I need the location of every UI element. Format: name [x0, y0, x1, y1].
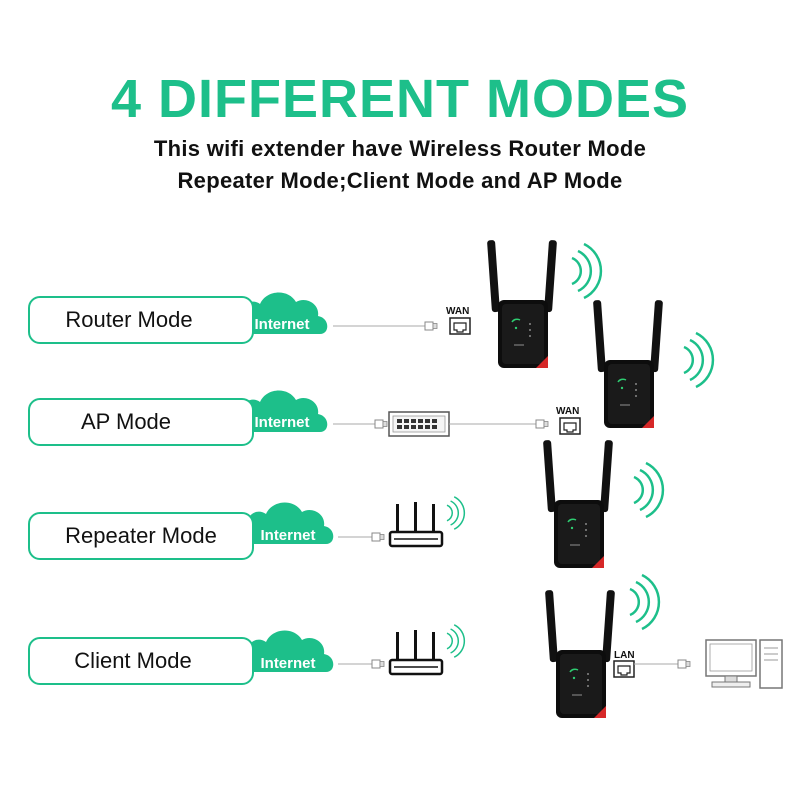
- subtitle-line-1: This wifi extender have Wireless Router …: [153, 136, 647, 161]
- ethernet-port-icon: [449, 317, 471, 335]
- internet-label: Internet: [254, 316, 310, 333]
- mode-label: Router Mode: [65, 307, 193, 332]
- wireless-router-icon: [388, 500, 444, 548]
- mode-box-repeater: Repeater Mode: [28, 512, 254, 560]
- wifi-extender-icon: [592, 299, 664, 429]
- mode-box-ap: AP Mode: [28, 398, 254, 446]
- wifi-extender-icon: [486, 239, 558, 369]
- ethernet-port-icon: [613, 660, 635, 678]
- wifi-signal-icon: [632, 461, 665, 519]
- wifi-signal-icon: [682, 331, 715, 389]
- plug-icon: [535, 419, 549, 429]
- wifi-extender-icon: [542, 439, 614, 569]
- plug-icon: [677, 659, 691, 669]
- subtitle-line-2: Repeater Mode;Client Mode and AP Mode: [177, 168, 623, 193]
- wifi-signal-icon: [446, 624, 466, 658]
- mode-box-client: Client Mode: [28, 637, 254, 685]
- lan-port-label: LAN: [614, 650, 635, 661]
- wifi-signal-icon: [446, 496, 466, 530]
- internet-label: Internet: [260, 655, 316, 672]
- wan-port-label: WAN: [556, 406, 580, 417]
- wifi-signal-icon: [628, 573, 661, 631]
- internet-label: Internet: [254, 414, 310, 431]
- ethernet-port-icon: [559, 417, 581, 435]
- wifi-extender-icon: [544, 589, 616, 719]
- desktop-computer-icon: [705, 639, 783, 689]
- plug-icon: [371, 532, 385, 542]
- mode-label: Repeater Mode: [65, 523, 217, 548]
- wan-port-label: WAN: [446, 306, 470, 317]
- wifi-signal-icon: [570, 242, 603, 300]
- internet-label: Internet: [260, 527, 316, 544]
- page-title: 4 DIFFERENT MODES: [110, 69, 690, 129]
- wireless-router-icon: [388, 628, 444, 676]
- mode-box-router: Router Mode: [28, 296, 254, 344]
- mode-label: Client Mode: [74, 648, 192, 673]
- mode-label: AP Mode: [80, 409, 172, 434]
- plug-icon: [374, 419, 388, 429]
- network-switch-icon: [388, 411, 450, 437]
- plug-icon: [371, 659, 385, 669]
- plug-icon: [424, 321, 438, 331]
